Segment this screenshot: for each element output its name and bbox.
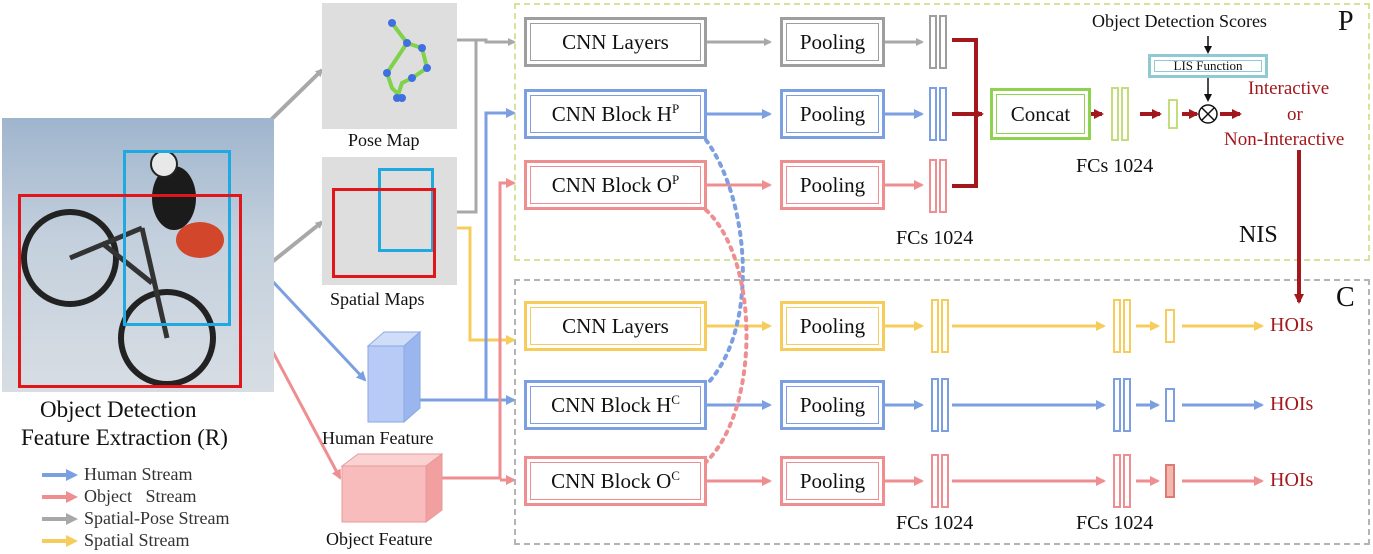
object-feature-label: Object Feature: [326, 529, 433, 549]
multiply-icon: [1198, 104, 1218, 124]
output-non-interactive: Non-Interactive: [1224, 129, 1345, 150]
arrow-right-icon: [42, 490, 78, 503]
p-cnn-block-o: CNN Block OP: [524, 160, 707, 210]
nis-label: NIS: [1239, 222, 1278, 248]
object-bbox: [18, 194, 242, 388]
concat-box: Concat: [990, 88, 1091, 140]
c-cnn-block-h: CNN Block HC: [524, 380, 707, 430]
c-pooling-human: Pooling: [780, 380, 885, 430]
object-feature-cube: [340, 453, 444, 523]
region-c-label: C: [1336, 282, 1355, 313]
human-feature-cube: [366, 330, 422, 424]
human-bbox: [123, 150, 231, 326]
c-fcs-right-label: FCs 1024: [1076, 512, 1154, 534]
p-fcs-left-label: FCs 1024: [896, 227, 974, 249]
p-pooling-pose: Pooling: [780, 17, 885, 67]
p-cnn-block-h: CNN Block HP: [524, 89, 707, 139]
hoi-output-3: HOIs: [1270, 469, 1314, 491]
spatial-human-box: [378, 168, 434, 252]
input-image: [2, 118, 274, 392]
c-fc-bars: [931, 299, 1175, 508]
bike-rider-illustration: [21, 150, 224, 387]
c-cnn-block-o: CNN Block OC: [524, 456, 707, 506]
p-fc-bars: [929, 15, 1178, 213]
spatial-maps-label: Spatial Maps: [330, 289, 425, 309]
human-feature-label: Human Feature: [322, 428, 434, 448]
c-cnn-layers: CNN Layers: [524, 301, 707, 351]
hoi-output-2: HOIs: [1270, 393, 1314, 415]
pose-map-thumbnail: [322, 3, 457, 129]
p-pooling-object: Pooling: [780, 160, 885, 210]
input-caption-line1: Object Detection: [40, 397, 197, 422]
region-p: [514, 3, 1370, 261]
legend-item: Object Stream: [42, 486, 196, 507]
output-or: or: [1287, 104, 1303, 125]
spatial-object-box: [332, 188, 436, 278]
spatial-maps-thumbnail: [322, 157, 457, 285]
pose-map-label: Pose Map: [348, 130, 420, 150]
obj-detection-scores-label: Object Detection Scores: [1092, 11, 1267, 31]
input-caption-line2: Feature Extraction (R): [21, 425, 228, 450]
pose-skeleton-icon: [383, 19, 431, 102]
lis-function-box: LIS Function: [1148, 54, 1268, 78]
legend: Human Stream Object Stream Spatial-Pose …: [42, 464, 282, 552]
legend-item: Spatial-Pose Stream: [42, 508, 229, 529]
hoi-output-1: HOIs: [1270, 314, 1314, 336]
c-pooling-spatial: Pooling: [780, 301, 885, 351]
region-c: [514, 279, 1370, 545]
legend-item: Spatial Stream: [42, 530, 189, 551]
region-p-label: P: [1338, 6, 1354, 37]
arrow-right-icon: [42, 534, 78, 547]
arrow-right-icon: [42, 468, 78, 481]
p-pooling-human: Pooling: [780, 89, 885, 139]
c-fcs-left-label: FCs 1024: [896, 512, 974, 534]
p-fcs-right-label: FCs 1024: [1076, 155, 1154, 177]
legend-item: Human Stream: [42, 464, 192, 485]
p-cnn-layers: CNN Layers: [524, 17, 707, 67]
output-interactive: Interactive: [1248, 78, 1330, 99]
arrow-right-icon: [42, 512, 78, 525]
c-pooling-object: Pooling: [780, 456, 885, 506]
